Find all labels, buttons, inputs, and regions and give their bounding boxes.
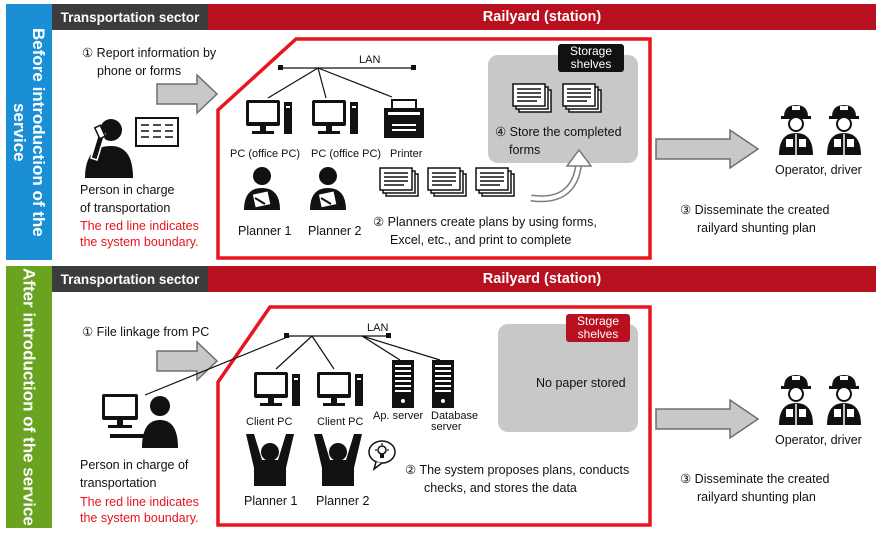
before-pc1-label: PC (office PC) <box>230 148 301 160</box>
before-railyard-header: Railyard (station) <box>208 4 876 30</box>
before-step3-line2: railyard shunting plan <box>697 221 816 235</box>
after-pc1-label: Client PC <box>246 416 293 428</box>
after-step2-line2: checks, and stores the data <box>424 481 577 495</box>
before-operator-label: Operator, driver <box>775 163 862 177</box>
before-step2-line2: Excel, etc., and print to complete <box>390 233 572 247</box>
before-storage-tag: Storage shelves <box>558 44 624 72</box>
after-railyard-header: Railyard (station) <box>208 266 876 292</box>
worker-icon <box>826 374 862 426</box>
before-storage-shelf <box>488 55 638 163</box>
after-person-line2: transportation <box>80 476 157 490</box>
before-step2-line1: ② Planners create plans by using forms, <box>373 215 597 229</box>
cheering-person-icon <box>246 434 294 486</box>
after-db-server-line1: Database <box>431 410 479 422</box>
after-person-line1: Person in charge of <box>80 458 189 472</box>
lightbulb-icon <box>368 440 396 471</box>
after-pc2-label: Client PC <box>317 416 364 428</box>
after-step3-line2: railyard shunting plan <box>697 490 816 504</box>
after-storage-tag: Storage shelves <box>566 314 630 342</box>
after-side-label: After introduction of the service <box>6 266 52 528</box>
before-pc2-label: PC (office PC) <box>311 148 382 160</box>
before-lan-label: LAN <box>359 54 381 66</box>
curved-arrow-icon <box>530 148 593 203</box>
worker-icon <box>778 374 814 426</box>
printer-icon <box>384 99 424 138</box>
server-icon <box>432 360 454 408</box>
after-ap-server-label: Ap. server <box>373 410 424 422</box>
after-red-note-line2: the system boundary. <box>80 511 199 525</box>
after-no-paper-label: No paper stored <box>536 376 626 390</box>
after-lan-label: LAN <box>367 322 389 334</box>
before-step1-line2: phone or forms <box>97 64 182 78</box>
after-storage-line1: Storage <box>576 314 620 328</box>
form-icon <box>135 117 179 147</box>
desktop-person-icon <box>102 394 178 448</box>
arrow-right-icon <box>655 128 760 170</box>
after-step1: ① File linkage from PC <box>82 325 210 339</box>
before-planner1-label: Planner 1 <box>238 224 292 238</box>
before-red-note-line1: The red line indicates <box>80 219 199 233</box>
before-step4-line2: forms <box>509 143 541 157</box>
before-step4-line1: ④ Store the completed <box>495 125 622 139</box>
before-person-line2: of transportation <box>80 201 171 215</box>
before-step1-line1: ① Report information by <box>82 46 217 60</box>
phone-person-icon <box>85 119 133 178</box>
after-db-server-line2: server <box>431 421 462 433</box>
before-step3-line1: ③ Disseminate the created <box>680 203 830 217</box>
after-planner1-label: Planner 1 <box>244 494 298 508</box>
after-red-note-line1: The red line indicates <box>80 495 199 509</box>
server-icon <box>392 360 414 408</box>
pc-icon <box>317 372 363 406</box>
pc-icon <box>254 372 300 406</box>
before-side-label: Before introduction of the service <box>6 4 52 260</box>
before-storage-line2: shelves <box>570 57 612 71</box>
after-step3-line1: ③ Disseminate the created <box>680 472 830 486</box>
after-storage-shelf <box>498 324 638 432</box>
after-planner2-label: Planner 2 <box>316 494 370 508</box>
before-printer-label: Printer <box>390 148 423 160</box>
before-person-line1: Person in charge <box>80 183 175 197</box>
before-red-note-line2: the system boundary. <box>80 235 199 249</box>
after-storage-line2: shelves <box>577 327 619 341</box>
before-storage-line1: Storage <box>569 44 613 58</box>
after-operator-label: Operator, driver <box>775 433 862 447</box>
after-step2-line1: ② The system proposes plans, conducts <box>405 463 630 477</box>
arrow-right-icon <box>655 398 760 440</box>
before-planner2-label: Planner 2 <box>308 224 362 238</box>
cheering-person-icon <box>314 434 362 486</box>
after-transport-header: Transportation sector <box>52 266 208 292</box>
before-transport-header: Transportation sector <box>52 4 208 30</box>
